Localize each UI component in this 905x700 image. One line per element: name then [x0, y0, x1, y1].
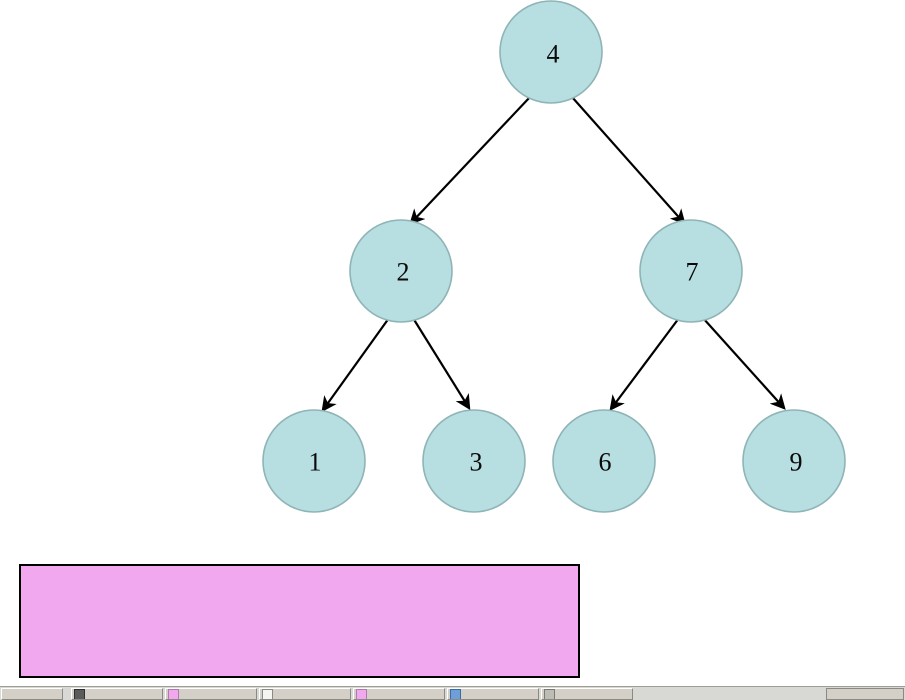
- node-label-9: 9: [790, 448, 803, 477]
- binary-search-tree: 4 2 7 1 3 6 9: [262, 0, 846, 513]
- taskbar-item-gray-window[interactable]: [541, 688, 633, 700]
- pink-panel[interactable]: [19, 564, 580, 678]
- tree-node-4[interactable]: 4: [499, 0, 603, 104]
- tree-node-7[interactable]: 7: [639, 219, 743, 323]
- edge-2-to-1: [321, 317, 390, 413]
- node-circle-9[interactable]: [742, 409, 846, 513]
- edge-4-to-7: [571, 96, 686, 225]
- tree-node-9[interactable]: 9: [742, 409, 846, 513]
- edge-7-to-6: [609, 317, 680, 412]
- node-circle-2[interactable]: [349, 219, 453, 323]
- terminal-icon: [74, 689, 85, 699]
- node-circle-1[interactable]: [262, 409, 366, 513]
- edge-7-to-9: [702, 317, 786, 410]
- node-circle-7[interactable]: [639, 219, 743, 323]
- node-label-6: 6: [599, 448, 612, 477]
- start-button[interactable]: [1, 688, 63, 700]
- node-circle-4[interactable]: [499, 0, 603, 104]
- edge-4-to-2: [409, 96, 531, 225]
- taskbar[interactable]: [0, 686, 905, 700]
- edge-2-to-3: [412, 317, 471, 411]
- node-circle-6[interactable]: [552, 409, 656, 513]
- blue-app-icon: [450, 689, 461, 699]
- node-label-2: 2: [397, 258, 410, 287]
- tree-node-2[interactable]: 2: [349, 219, 453, 323]
- taskbar-item-terminal[interactable]: [71, 688, 163, 700]
- tree-node-3[interactable]: 3: [422, 409, 526, 513]
- taskbar-separator: [64, 687, 70, 700]
- gray-window-icon: [544, 689, 555, 699]
- node-label-4: 4: [547, 40, 560, 69]
- tree-edges: [321, 96, 786, 413]
- node-label-7: 7: [686, 258, 699, 287]
- pink-window-icon: [168, 689, 179, 699]
- tree-node-6[interactable]: 6: [552, 409, 656, 513]
- taskbar-item-pink-window-2[interactable]: [353, 688, 445, 700]
- taskbar-item-document[interactable]: [259, 688, 351, 700]
- pink-window-icon: [356, 689, 367, 699]
- document-icon: [262, 689, 273, 699]
- taskbar-item-pink-window-1[interactable]: [165, 688, 257, 700]
- node-circle-3[interactable]: [422, 409, 526, 513]
- node-label-3: 3: [470, 448, 483, 477]
- system-tray[interactable]: [826, 688, 904, 700]
- tree-node-1[interactable]: 1: [262, 409, 366, 513]
- node-label-1: 1: [309, 448, 322, 477]
- taskbar-item-blue-app[interactable]: [447, 688, 539, 700]
